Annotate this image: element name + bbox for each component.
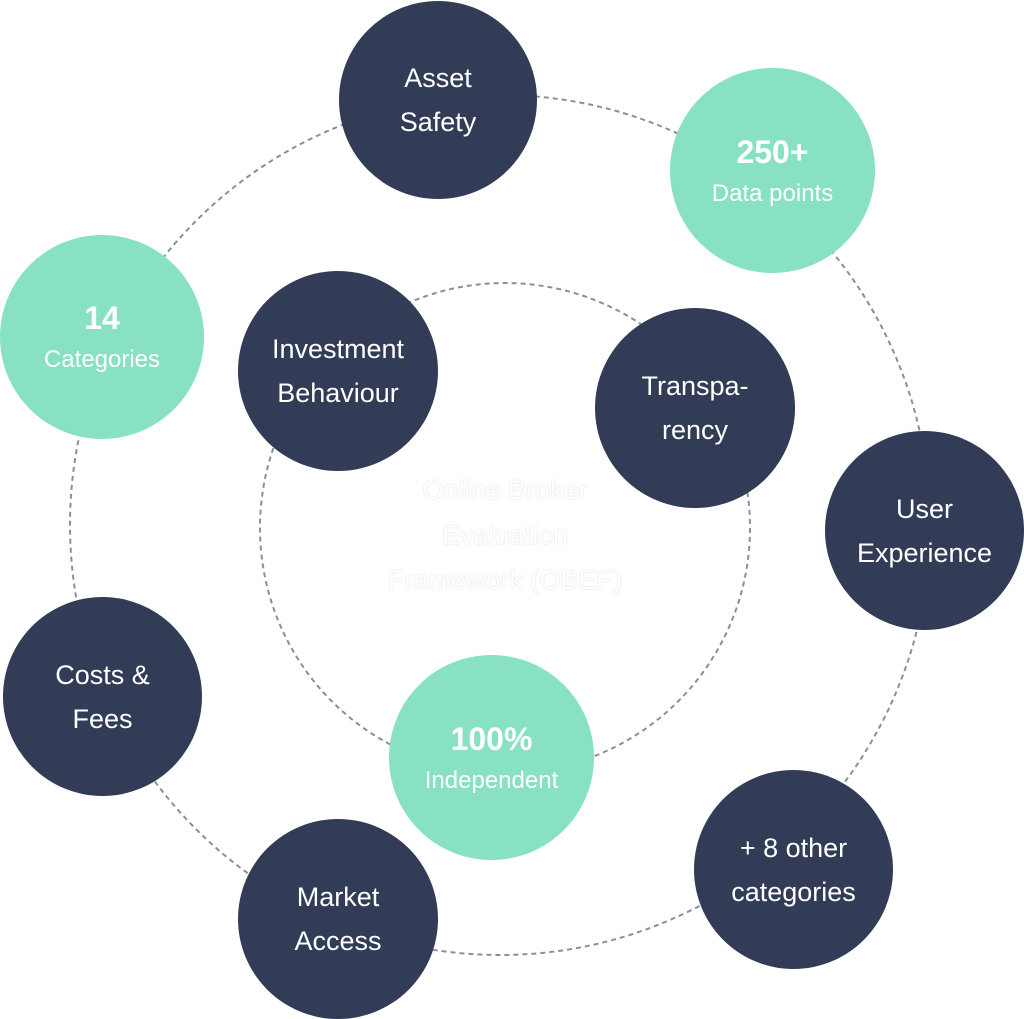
node-independent-value: 100% [450, 720, 533, 757]
node-transparency-line2: rency [661, 415, 729, 445]
node-user-experience: User Experience [825, 431, 1024, 630]
node-costs-fees-line1: Costs & [55, 659, 150, 690]
framework-title-line3: Framework (OBEF) [387, 565, 622, 595]
node-transparency-line1: Transpa- [641, 371, 749, 401]
node-investment-behaviour-line2: Behaviour [277, 378, 399, 408]
node-categories: 14 Categories [0, 235, 204, 439]
node-independent: 100% Independent [389, 655, 594, 860]
node-asset-safety-line1: Asset [404, 63, 472, 93]
node-asset-safety: Asset Safety [339, 1, 537, 199]
framework-title-line2: Evaluation [441, 520, 569, 550]
node-other-categories-line1: + 8 other [739, 832, 848, 863]
node-costs-fees: Costs & Fees [3, 597, 202, 796]
node-investment-behaviour-line1: Investment [271, 334, 405, 364]
node-asset-safety-line2: Safety [399, 107, 477, 137]
node-user-experience-line1: User [895, 493, 953, 524]
node-categories-value: 14 [84, 300, 120, 336]
node-independent-label: Independent [424, 766, 559, 794]
node-transparency: Transpa- rency [595, 308, 795, 508]
node-market-access-line1: Market [296, 882, 380, 912]
node-data-points: 250+ Data points [670, 68, 875, 273]
framework-title-line1: Online Broker [422, 475, 588, 505]
framework-title: Online Broker Evaluation Framework (OBEF… [355, 468, 655, 603]
node-market-access-line2: Access [294, 926, 382, 956]
node-categories-label: Categories [43, 346, 161, 373]
node-user-experience-line2: Experience [856, 537, 993, 568]
inner-ring [259, 282, 751, 774]
node-other-categories-line2: categories [731, 876, 856, 907]
node-investment-behaviour: Investment Behaviour [238, 271, 438, 471]
node-data-points-value: 250+ [736, 133, 809, 170]
node-market-access: Market Access [238, 819, 438, 1019]
node-data-points-label: Data points [711, 179, 834, 207]
node-costs-fees-line2: Fees [72, 703, 133, 734]
node-other-categories: + 8 other categories [694, 770, 893, 969]
